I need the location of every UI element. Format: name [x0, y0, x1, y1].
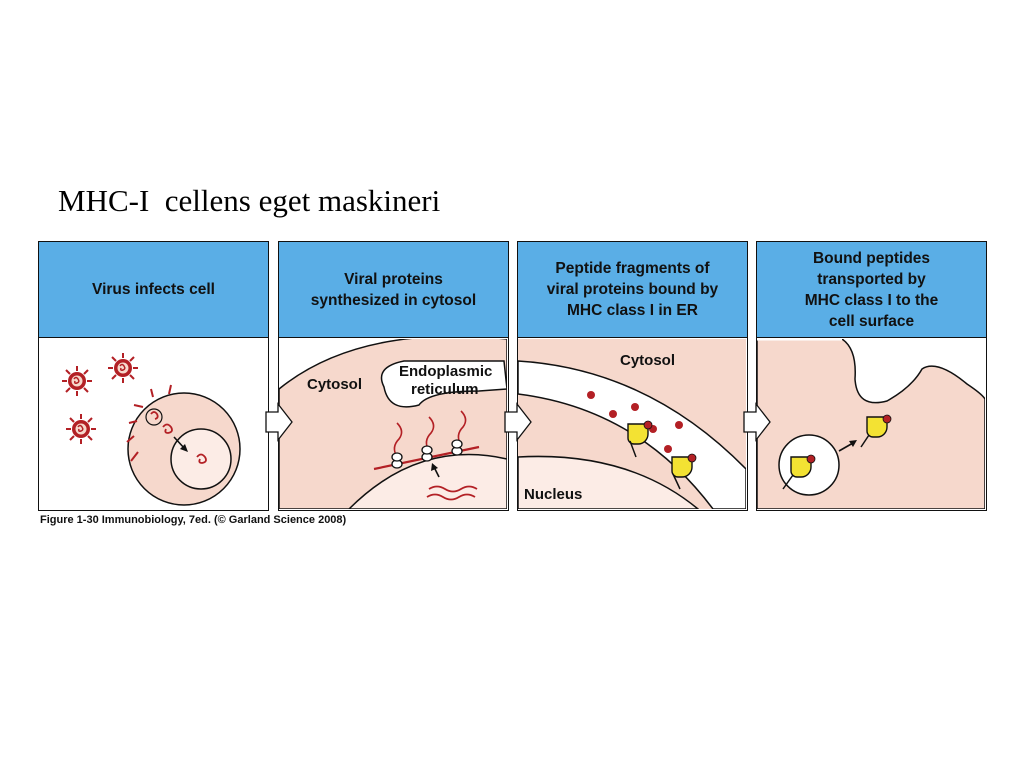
panel-header: Viral proteins synthesized in cytosol [279, 242, 508, 338]
label-cytosol: Cytosol [307, 376, 362, 393]
virus-icon [61, 365, 93, 397]
label-er-line1: Endoplasmic [399, 363, 492, 380]
panel-header: Bound peptides transported by MHC class … [757, 242, 986, 338]
label-nucleus: Nucleus [524, 486, 582, 503]
mhc-class-i-molecule [627, 420, 653, 458]
panel-illustration [39, 339, 267, 509]
label-cytosol: Cytosol [620, 352, 675, 369]
mhc-class-i-molecule [671, 453, 697, 490]
mhc-class-i-molecule [860, 414, 892, 448]
figure-caption: Figure 1-30 Immunobiology, 7ed. (© Garla… [40, 514, 347, 526]
chevron-right-icon [743, 402, 771, 442]
nucleus [170, 428, 232, 490]
panel-peptide-fragments-bound: Peptide fragments of viral proteins boun… [517, 241, 748, 511]
label-er-line2: reticulum [411, 381, 479, 398]
chevron-right-icon [504, 402, 532, 442]
panel-header: Peptide fragments of viral proteins boun… [518, 242, 747, 338]
slide-title: MHC-I cellens eget maskineri [58, 183, 441, 218]
panel-illustration: Cytosol Endoplasmic reticulum [279, 339, 507, 509]
mhc-class-i-molecule [782, 454, 816, 490]
panel-illustration [757, 339, 985, 509]
panel-header: Virus infects cell [39, 242, 268, 338]
chevron-right-icon [265, 402, 293, 442]
nucleus-region [518, 455, 700, 509]
virus-icon [107, 352, 139, 384]
panel-illustration: Cytosol Nucleus [518, 339, 746, 509]
virus-icon [65, 413, 97, 445]
panel-virus-infects-cell: Virus infects cell [38, 241, 269, 511]
endoplasmic-reticulum [380, 360, 507, 408]
panel-viral-proteins-synthesized: Viral proteins synthesized in cytosol Cy… [278, 241, 509, 511]
panel-transport-to-surface: Bound peptides transported by MHC class … [756, 241, 987, 511]
